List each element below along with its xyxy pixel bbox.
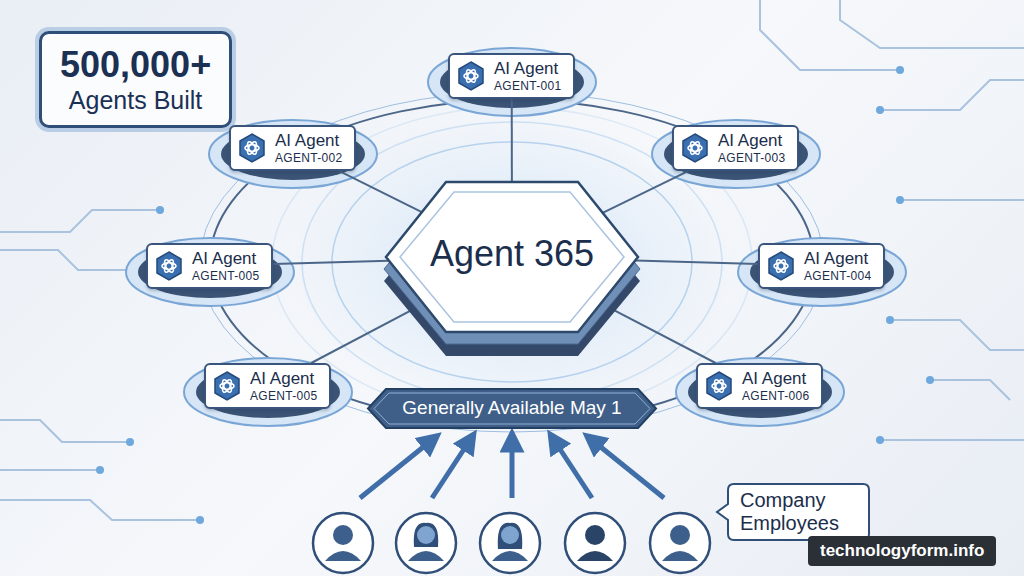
agent-box: AI AgentAGENT-001: [448, 53, 575, 99]
hub-title: Agent 365: [384, 232, 640, 275]
agent-id: AGENT-005: [250, 389, 317, 403]
agent-box: AI AgentAGENT-003: [672, 125, 799, 171]
agent-icon: [766, 251, 796, 281]
agent-id: AGENT-006: [742, 389, 809, 403]
agent-icon: [704, 371, 734, 401]
agent-title: AI Agent: [494, 59, 561, 79]
connector-line: [311, 304, 423, 363]
agent-id: AGENT-005: [192, 269, 259, 283]
agent-title: AI Agent: [742, 369, 809, 389]
connector-line: [511, 99, 513, 182]
employee-icons: [313, 513, 710, 573]
agent-box: AI AgentAGENT-005: [204, 363, 331, 409]
connector-line: [635, 261, 758, 265]
watermark: technologyform.info: [820, 541, 984, 561]
agent-icon: [212, 371, 242, 401]
agent-icon: [456, 61, 486, 91]
agent-id: AGENT-003: [718, 151, 785, 165]
agent-title: AI Agent: [718, 131, 785, 151]
stat-box: 500,000+Agents Built: [39, 31, 232, 128]
stat-number: 500,000+: [60, 44, 211, 85]
speech-bubble: Company Employees: [716, 483, 870, 541]
agent-title: AI Agent: [275, 131, 342, 151]
agent-box: AI AgentAGENT-006: [696, 363, 823, 409]
hub-hexagon: Agent 365: [384, 180, 640, 356]
employee-arrows: [360, 440, 664, 498]
orbit-ring-outer: [200, 92, 824, 432]
connector-line: [601, 303, 716, 363]
watermark-pill: technologyform.info: [808, 536, 996, 566]
agent-icon: [237, 133, 267, 163]
agent-title: AI Agent: [804, 249, 871, 269]
circuit-lines: [0, 0, 1024, 520]
agent-title: AI Agent: [250, 369, 317, 389]
connector-line: [603, 171, 689, 213]
agent-discs: [126, 48, 906, 426]
agent-id: AGENT-004: [804, 269, 871, 283]
connector-line: [339, 171, 422, 212]
agent-title: AI Agent: [192, 249, 259, 269]
agent-icon: [154, 251, 184, 281]
circuit-dots: [96, 66, 934, 524]
agent-box: AI AgentAGENT-005: [146, 243, 273, 289]
agent-id: AGENT-001: [494, 79, 561, 93]
bubble-text: Company Employees: [740, 489, 858, 535]
banner-text: Generally Available May 1: [402, 397, 622, 420]
connector-line: [273, 261, 389, 264]
agent-icon: [680, 133, 710, 163]
agent-box: AI AgentAGENT-004: [758, 243, 885, 289]
availability-banner: Generally Available May 1: [368, 389, 656, 428]
agent-id: AGENT-002: [275, 151, 342, 165]
stat-caption: Agents Built: [60, 85, 211, 115]
agent-box: AI AgentAGENT-002: [229, 125, 356, 171]
